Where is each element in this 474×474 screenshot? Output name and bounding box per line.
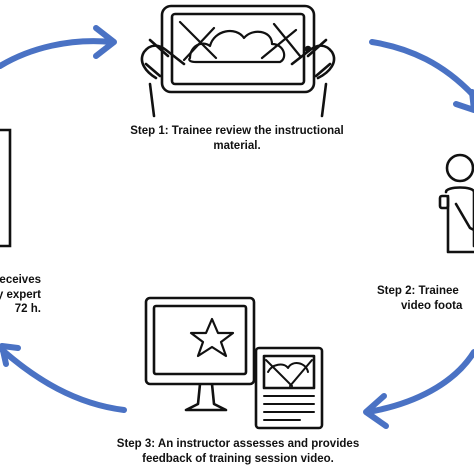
cycle-arrows [0, 25, 474, 429]
step-1-caption: Step 1: Trainee review the instructional… [92, 124, 382, 153]
step-4-line-2: by expert [0, 288, 41, 301]
person-recording-icon [438, 153, 474, 254]
step-2-line-1: Step 2: Trainee [377, 285, 459, 297]
arrow-top-left-head [93, 25, 117, 59]
step-3-line-1: Step 3: An instructor assesses and provi… [116, 438, 360, 450]
arrow-top-right [369, 39, 474, 99]
step-4-caption: receives by expert 72 h. [0, 273, 41, 317]
step-3-caption: Step 3: An instructor assesses and provi… [58, 437, 418, 466]
document-icon [0, 128, 12, 248]
step-1-line-1: Step 1: Trainee review the instructional [130, 125, 344, 137]
arrow-bottom-left [0, 345, 127, 413]
arrow-top-left [0, 38, 115, 69]
step-4-line-3: 72 h. [14, 303, 41, 315]
step-1-line-2: material. [213, 139, 261, 152]
step-4-line-1: receives [0, 274, 41, 286]
step-2-caption: Step 2: Trainee video foota [377, 284, 462, 313]
hands-holding-tablet-icon [140, 4, 336, 118]
step-3-line-2: feedback of training session video. [142, 452, 334, 465]
monitor-star-icon [144, 296, 256, 412]
arrow-bottom-left-head [0, 343, 21, 367]
arrow-bottom-right [365, 349, 474, 415]
arrow-top-right-head [453, 89, 474, 113]
step-2-line-2: video foota [401, 299, 463, 312]
arrow-bottom-right-head [363, 393, 389, 429]
video-document-icon [254, 346, 324, 430]
